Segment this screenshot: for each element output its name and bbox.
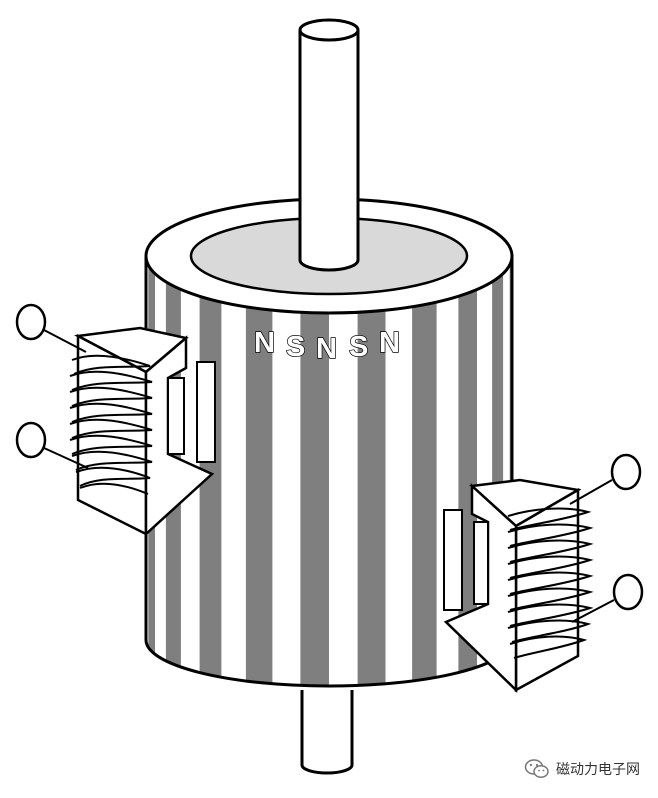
pole-labels: N S N S N <box>253 326 400 365</box>
rotor-body <box>144 256 514 688</box>
stator-coil-right <box>443 453 644 693</box>
pole-label-2: S <box>286 331 305 363</box>
pole-label-3: N <box>316 333 337 365</box>
watermark-text: 磁动力电子网 <box>556 762 640 778</box>
rotor-stripe <box>492 256 504 686</box>
wechat-icon <box>524 759 549 779</box>
rotor-stripe <box>300 256 329 686</box>
pole-label-1: N <box>254 327 275 359</box>
rotor-stripe <box>458 256 477 686</box>
shaft-top <box>298 18 360 272</box>
shaft-bottom <box>300 690 354 775</box>
watermark: 磁动力电子网 <box>524 758 640 780</box>
stator-coil-left <box>15 303 216 537</box>
pole-label-4: S <box>349 331 368 363</box>
rotor-stripe <box>357 256 386 686</box>
rotor-stripe <box>245 256 273 686</box>
pole-label-5: N <box>379 327 400 359</box>
rotor-stripe <box>412 256 437 686</box>
